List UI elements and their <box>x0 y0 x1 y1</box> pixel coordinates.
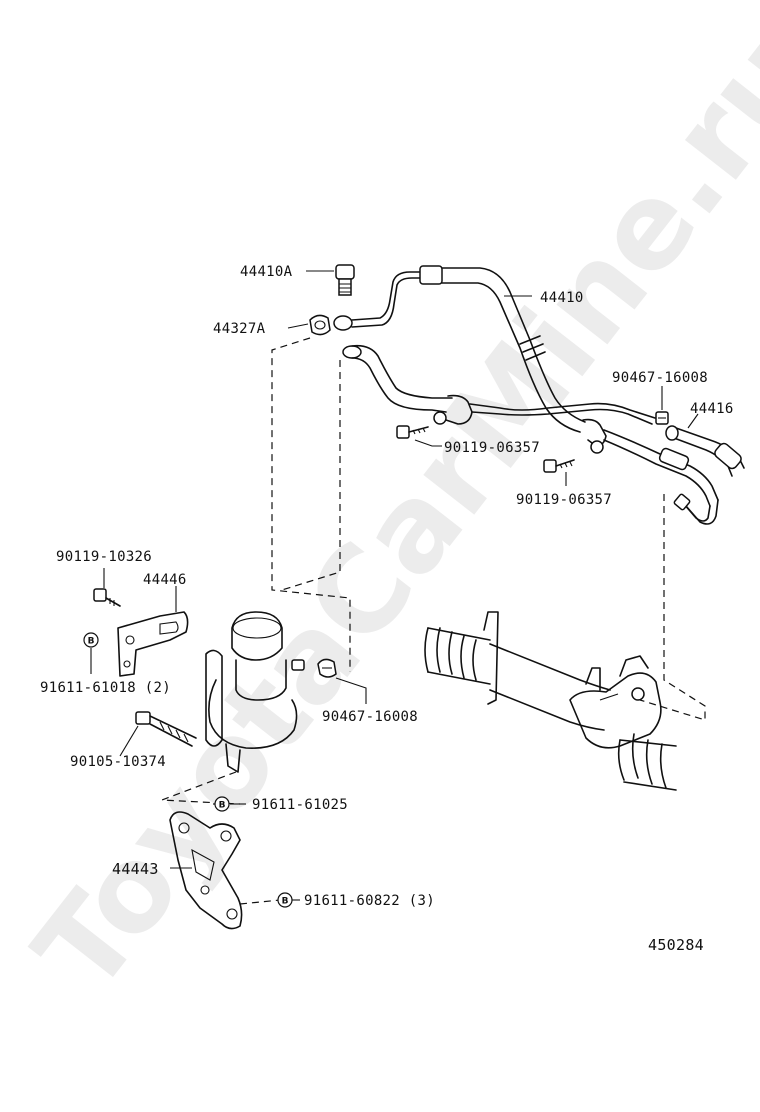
clip-90467-mid <box>317 658 337 678</box>
union-bolt-44410A <box>335 264 355 296</box>
label-90119-06357-b: 90119-06357 <box>516 492 612 508</box>
label-90467-16008-top: 90467-16008 <box>612 370 708 386</box>
bracket-44446 <box>117 611 189 677</box>
pressure-hose-44410 <box>333 265 607 454</box>
label-90105-10374: 90105-10374 <box>70 754 166 770</box>
label-90119-06357-a: 90119-06357 <box>444 440 540 456</box>
bolt-90119-10326 <box>93 588 121 607</box>
steering-rack <box>424 611 677 791</box>
label-90119-10326: 90119-10326 <box>56 549 152 565</box>
reservoir-tank <box>205 611 305 773</box>
badge-letter: B <box>88 637 95 647</box>
badge-letter: B <box>219 801 226 811</box>
label-90467-16008-mid: 90467-16008 <box>322 709 418 725</box>
gasket-44327A <box>309 314 331 336</box>
label-44446: 44446 <box>143 572 187 588</box>
bracket-44443 <box>169 811 243 930</box>
label-91611-61018: 91611-61018 (2) <box>40 680 171 696</box>
return-hose <box>342 344 745 525</box>
badge-letter: B <box>282 897 289 907</box>
label-91611-61025: 91611-61025 <box>252 797 348 813</box>
bolt-90105-10374 <box>135 711 197 747</box>
label-44443: 44443 <box>112 860 159 878</box>
bolt-90119-06357-b <box>543 459 575 473</box>
label-44410A: 44410A <box>240 264 293 280</box>
label-44410: 44410 <box>540 290 584 306</box>
label-44416: 44416 <box>690 401 734 417</box>
badge-b-91611-60822: B <box>277 892 293 908</box>
leader-lines <box>90 270 699 901</box>
clip-90467-top <box>655 411 669 425</box>
badge-b-91611-61018: B <box>83 632 99 648</box>
diagram-id: 450284 <box>648 936 704 954</box>
bolt-90119-06357-a <box>396 425 429 439</box>
badge-b-91611-61025: B <box>214 796 230 812</box>
label-44327A: 44327A <box>213 321 266 337</box>
label-91611-60822: 91611-60822 (3) <box>304 893 435 909</box>
